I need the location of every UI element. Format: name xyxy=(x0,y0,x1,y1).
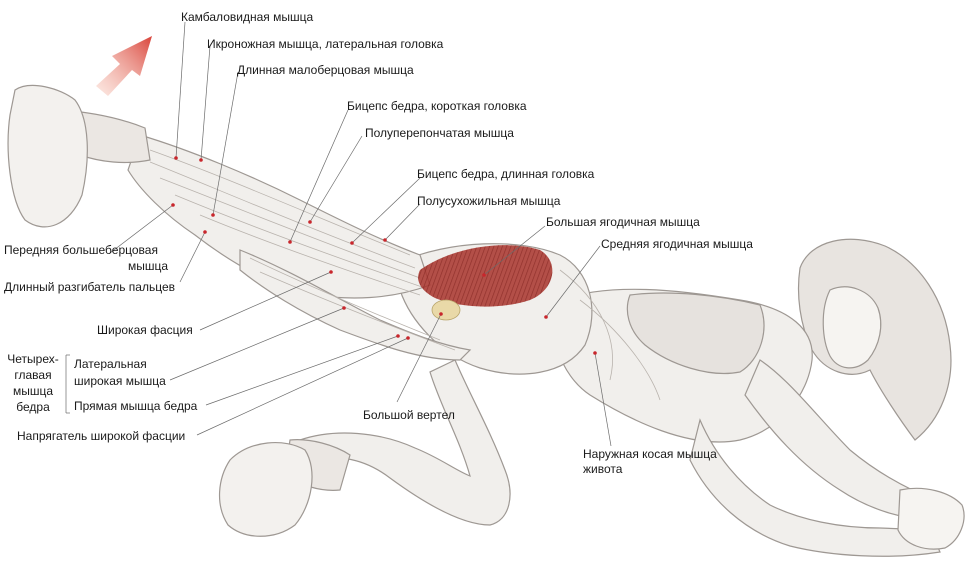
label-vastus-lateralis-line2: широкая мышца xyxy=(74,374,166,388)
label-gastrocnemius-lateral: Икроножная мышца, латеральная головка xyxy=(207,37,444,51)
label-fascia-lata: Широкая фасция xyxy=(97,323,193,337)
label-gluteus-medius: Средняя ягодичная мышца xyxy=(601,237,753,251)
label-external-oblique-line2: живота xyxy=(583,462,623,476)
label-quad-group-line2: главая xyxy=(14,368,52,382)
label-extensor-digitorum: Длинный разгибатель пальцев xyxy=(4,280,175,294)
figure-body xyxy=(7,84,965,557)
label-external-oblique-line1: Наружная косая мышца xyxy=(583,447,717,461)
label-quad-group-line3: мышца xyxy=(12,384,54,398)
attachment-markers xyxy=(171,156,597,355)
label-soleus: Камбаловидная мышца xyxy=(181,10,314,24)
label-semimembranosus: Полуперепончатая мышца xyxy=(365,126,514,140)
label-peroneus-longus: Длинная малоберцовая мышца xyxy=(237,63,414,77)
label-tensor-fasciae: Напрягатель широкой фасции xyxy=(17,429,186,443)
label-greater-trochanter: Большой вертел xyxy=(363,408,455,422)
label-vastus-lateralis-line1: Латеральная xyxy=(74,357,147,371)
greater-trochanter-marker xyxy=(431,299,461,321)
label-gluteus-maximus: Большая ягодичная мышца xyxy=(546,215,700,229)
label-tibialis-anterior-line1: Передняя большеберцовая xyxy=(4,243,158,257)
muscle-striations xyxy=(149,149,661,401)
leader-lines xyxy=(65,21,612,447)
label-rectus-femoris: Прямая мышца бедра xyxy=(74,399,198,413)
label-quad-group-line4: бедра xyxy=(16,400,50,414)
arrow-up-right-icon xyxy=(96,36,152,96)
label-quad-group-line1: Четырех- xyxy=(7,352,59,366)
label-semitendinosus: Полусухожильная мышца xyxy=(417,194,561,208)
label-biceps-long: Бицепс бедра, длинная головка xyxy=(417,167,595,181)
label-tibialis-anterior-line2: мышца xyxy=(127,259,168,273)
label-biceps-short: Бицепс бедра, короткая головка xyxy=(347,99,527,113)
